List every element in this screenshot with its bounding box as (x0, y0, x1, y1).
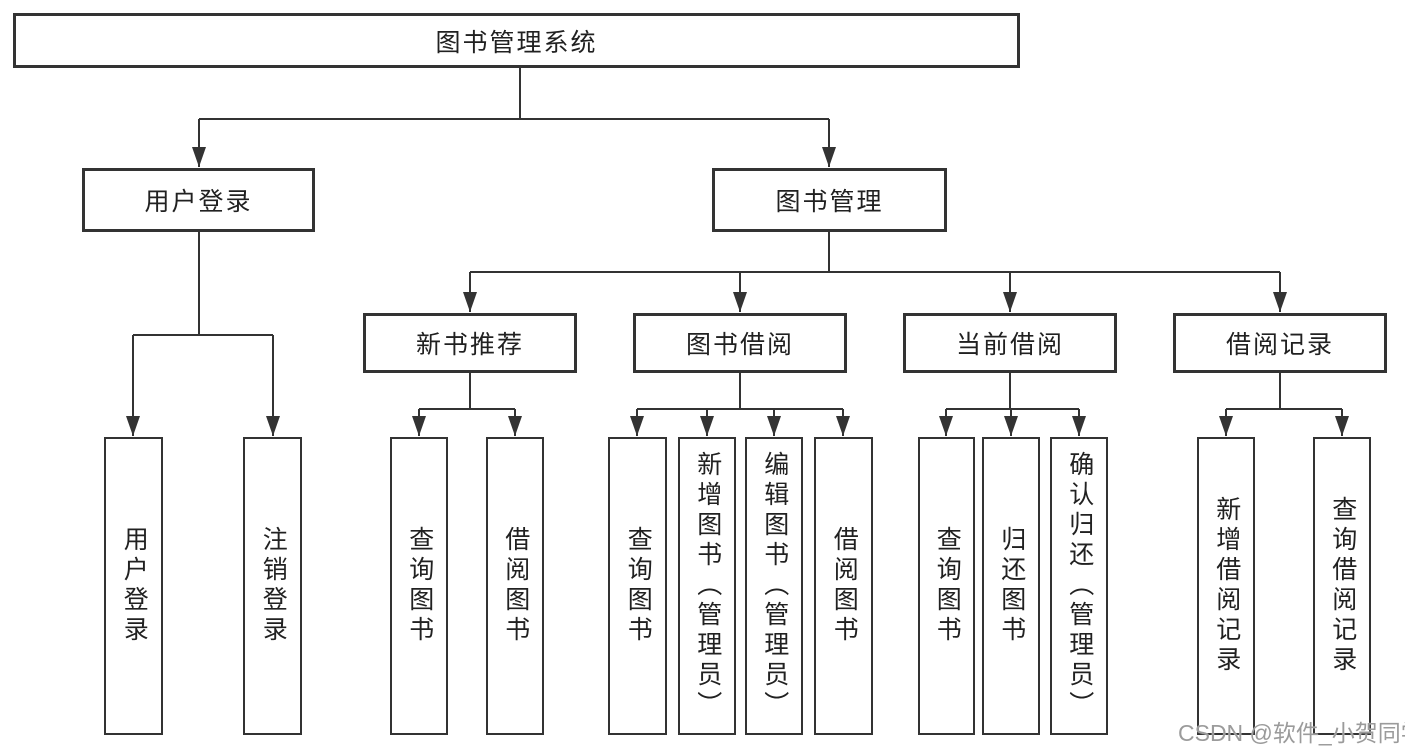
leaf-records-add-record: 新增借阅记录 (1197, 437, 1255, 735)
leaf-borrow-query-books-label: 查询图书 (624, 526, 653, 646)
leaf-current-confirm-return-admin-label: 确认归还（管理员） (1065, 451, 1094, 721)
node-book-borrow-label: 图书借阅 (685, 331, 794, 359)
leaf-borrow-query-books: 查询图书 (608, 437, 667, 735)
leaf-current-confirm-return-admin: 确认归还（管理员） (1050, 437, 1108, 735)
node-book-management-label: 图书管理 (775, 188, 884, 216)
connector-current-borrow (946, 373, 1079, 410)
leaf-logout-label: 注销登录 (259, 526, 288, 646)
node-user-login: 用户登录 (82, 168, 315, 232)
node-book-management: 图书管理 (712, 168, 947, 232)
node-new-book-recommend-label: 新书推荐 (415, 331, 524, 359)
node-user-login-label: 用户登录 (144, 188, 253, 216)
connector-user-login (133, 232, 273, 336)
node-book-borrow: 图书借阅 (633, 313, 847, 373)
leaf-recommend-query-books-label: 查询图书 (405, 526, 434, 646)
node-root: 图书管理系统 (13, 13, 1020, 68)
node-new-book-recommend: 新书推荐 (363, 313, 577, 373)
connector-borrow-records (1226, 373, 1342, 410)
leaf-records-add-record-label: 新增借阅记录 (1212, 496, 1241, 676)
connector-book-management (470, 232, 1280, 273)
leaf-borrow-borrow-books-label: 借阅图书 (830, 526, 859, 646)
leaf-borrow-add-books-admin: 新增图书（管理员） (678, 437, 736, 735)
node-root-label: 图书管理系统 (435, 28, 598, 57)
leaf-borrow-edit-books-admin-label: 编辑图书（管理员） (760, 451, 789, 721)
leaf-records-query-record: 查询借阅记录 (1313, 437, 1371, 735)
connector-book-borrow (637, 373, 843, 410)
leaf-user-login-label: 用户登录 (120, 526, 149, 646)
connector-new-book-recommend (419, 373, 515, 410)
leaf-recommend-borrow-books: 借阅图书 (486, 437, 544, 735)
leaf-recommend-borrow-books-label: 借阅图书 (501, 526, 530, 646)
node-borrow-records: 借阅记录 (1173, 313, 1387, 373)
connector-root (199, 68, 829, 120)
leaf-user-login: 用户登录 (104, 437, 163, 735)
node-borrow-records-label: 借阅记录 (1225, 331, 1334, 359)
node-current-borrow-label: 当前借阅 (955, 331, 1064, 359)
leaf-borrow-add-books-admin-label: 新增图书（管理员） (693, 451, 722, 721)
leaf-borrow-edit-books-admin: 编辑图书（管理员） (745, 437, 803, 735)
leaf-current-return-books-label: 归还图书 (997, 526, 1026, 646)
leaf-current-query-books-label: 查询图书 (933, 526, 962, 646)
leaf-logout: 注销登录 (243, 437, 302, 735)
leaf-borrow-borrow-books: 借阅图书 (814, 437, 873, 735)
csdn-watermark: CSDN @软件_小贺同学 (1178, 720, 1405, 746)
leaf-current-query-books: 查询图书 (918, 437, 975, 735)
leaf-current-return-books: 归还图书 (982, 437, 1040, 735)
node-current-borrow: 当前借阅 (903, 313, 1117, 373)
leaf-recommend-query-books: 查询图书 (390, 437, 448, 735)
leaf-records-query-record-label: 查询借阅记录 (1328, 496, 1357, 676)
